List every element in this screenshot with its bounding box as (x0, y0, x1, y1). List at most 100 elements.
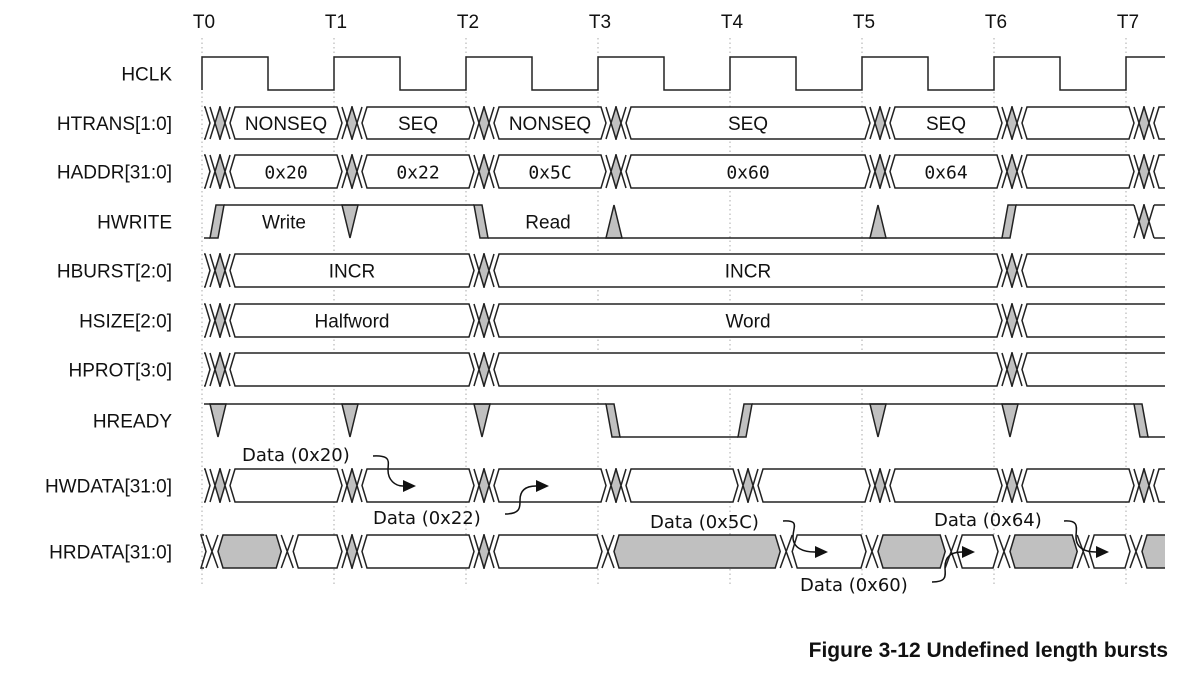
transition-shade (611, 155, 621, 188)
transition-shade (215, 353, 225, 386)
transition-shade (215, 304, 225, 337)
bus-segment (199, 534, 207, 569)
signal-name: HSIZE[2:0] (79, 312, 172, 333)
bus-segment (1141, 534, 1165, 569)
transition-shade (479, 155, 489, 188)
bus-segment (1021, 253, 1165, 288)
segment-label: 0x22 (396, 163, 439, 184)
transition-shade (875, 155, 885, 188)
transition-shade (743, 469, 753, 502)
bus-crossing (1129, 534, 1143, 569)
time-label: T5 (853, 12, 875, 33)
bus-segment (493, 253, 1003, 288)
annotation-label: Data (0x22) (373, 508, 481, 529)
transition-shade (479, 254, 489, 287)
bus-crossing (601, 534, 615, 569)
transition-shade (479, 535, 489, 568)
bus-segment (1021, 468, 1135, 503)
bus-segment (625, 468, 739, 503)
bus-segment (625, 106, 871, 140)
annotation-label: Data (0x60) (800, 575, 908, 596)
bus-crossing (1076, 534, 1090, 569)
signal-name: HCLK (121, 65, 172, 86)
arrowhead-icon (403, 480, 416, 492)
transition-shade (1007, 304, 1017, 337)
level-label: Write (262, 213, 306, 234)
transition-shade (479, 107, 489, 139)
data-annotation: Data (0x20) (242, 445, 416, 492)
signal-hrdata-31-0 (199, 534, 1165, 569)
transition-shade (1007, 107, 1017, 139)
transition-shade (215, 107, 225, 139)
transition-shade (875, 107, 885, 139)
transition-shade (737, 403, 753, 438)
bus-segment (493, 303, 1003, 338)
bus-segment (229, 106, 343, 140)
transition-shade (1133, 403, 1149, 438)
transition-shade (1007, 155, 1017, 188)
transition-shade (611, 107, 621, 139)
bus-crossing (209, 303, 231, 338)
bus-crossing (473, 303, 495, 338)
transition-shade (611, 469, 621, 502)
transition-shade (1007, 469, 1017, 502)
bus-crossing (865, 534, 879, 569)
bus-segment (493, 154, 607, 189)
bus-crossing (1133, 468, 1155, 503)
transition-shade (1139, 469, 1149, 502)
transition-shade (215, 155, 225, 188)
transition-shade (347, 155, 357, 188)
segment-label: SEQ (398, 114, 438, 135)
signal-hwdata-31-0 (204, 468, 1165, 503)
signal-name: HWDATA[31:0] (45, 477, 172, 498)
glitch-shade (341, 403, 359, 438)
bus-crossing (1133, 154, 1155, 189)
signal-name: HPROT[3:0] (69, 361, 172, 382)
transition-shade (1001, 204, 1017, 239)
bus-segment (757, 468, 871, 503)
bus-segment (493, 534, 603, 569)
bus-crossing (737, 468, 759, 503)
transition-shade (1139, 205, 1149, 238)
time-label: T4 (721, 12, 744, 33)
transition-shade (347, 535, 357, 568)
bus-crossing (205, 534, 219, 569)
time-label: T1 (325, 12, 347, 33)
bus-crossing (944, 534, 958, 569)
annotation-label: Data (0x20) (242, 445, 350, 466)
bus-segment (1153, 154, 1165, 189)
bus-crossing (1001, 253, 1023, 288)
bus-crossing (605, 154, 627, 189)
curved-arrow (504, 485, 537, 515)
annotations: Data (0x20)Data (0x22)Data (0x5C)Data (0… (242, 445, 1109, 596)
glitch-shade (605, 204, 623, 239)
bus-segment (204, 253, 211, 288)
arrowhead-icon (962, 546, 975, 558)
bus-segment (204, 468, 211, 503)
bus-crossing (473, 534, 495, 569)
bus-crossing (1133, 106, 1155, 140)
signal-name: HRDATA[31:0] (49, 543, 172, 564)
bus-segment (956, 534, 999, 569)
bus-segment (1021, 154, 1135, 189)
transition-shade (1007, 254, 1017, 287)
bus-segment (361, 106, 475, 140)
bus-segment (229, 253, 475, 288)
transition-shade (875, 469, 885, 502)
bus-crossing (473, 106, 495, 140)
transition-shade (479, 304, 489, 337)
bus-segment (889, 154, 1003, 189)
bus-segment (493, 106, 607, 140)
transition-shade (473, 204, 489, 239)
signal-name: HTRANS[1:0] (57, 114, 172, 135)
transition-shade (347, 107, 357, 139)
curved-arrow (931, 551, 963, 583)
bus-crossing (209, 468, 231, 503)
clock-wave (201, 56, 1165, 91)
bus-segment (791, 534, 867, 569)
time-label: T7 (1117, 12, 1139, 33)
bus-crossing (869, 468, 891, 503)
